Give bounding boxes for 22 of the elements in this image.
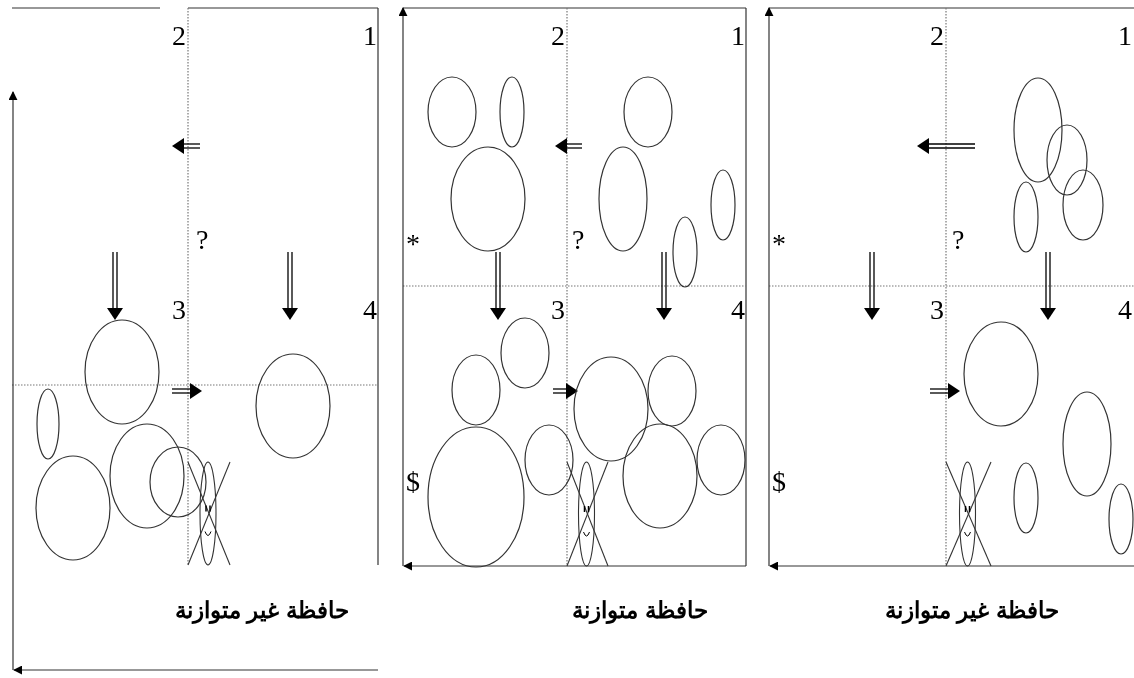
quadrant-symbol: * [406,230,420,258]
quadrant-number: 3 [172,296,186,324]
quadrant-number: 1 [731,22,745,50]
quadrant-number: 1 [363,22,377,50]
quadrant-symbol: ? [572,226,585,254]
quadrant-number: 3 [930,296,944,324]
quadrant-number: 2 [172,22,186,50]
quadrant-number: 2 [551,22,565,50]
portfolio-caption: حافظة غير متوازنة [175,596,349,624]
quadrant-symbol: ? [952,226,965,254]
quadrant-number: 4 [1118,296,1132,324]
quadrant-number: 4 [363,296,377,324]
quadrant-symbol: ? [196,226,209,254]
quadrant-number: 1 [1118,22,1132,50]
quadrant-number: 2 [930,22,944,50]
portfolio-caption: حافظة غير متوازنة [885,596,1059,624]
quadrant-number: 3 [551,296,565,324]
portfolio-caption: حافظة متوازنة [572,596,708,624]
quadrant-number: 4 [731,296,745,324]
quadrant-symbol: $ [772,468,786,496]
quadrant-symbol: $ [406,468,420,496]
quadrant-symbol: * [772,230,786,258]
